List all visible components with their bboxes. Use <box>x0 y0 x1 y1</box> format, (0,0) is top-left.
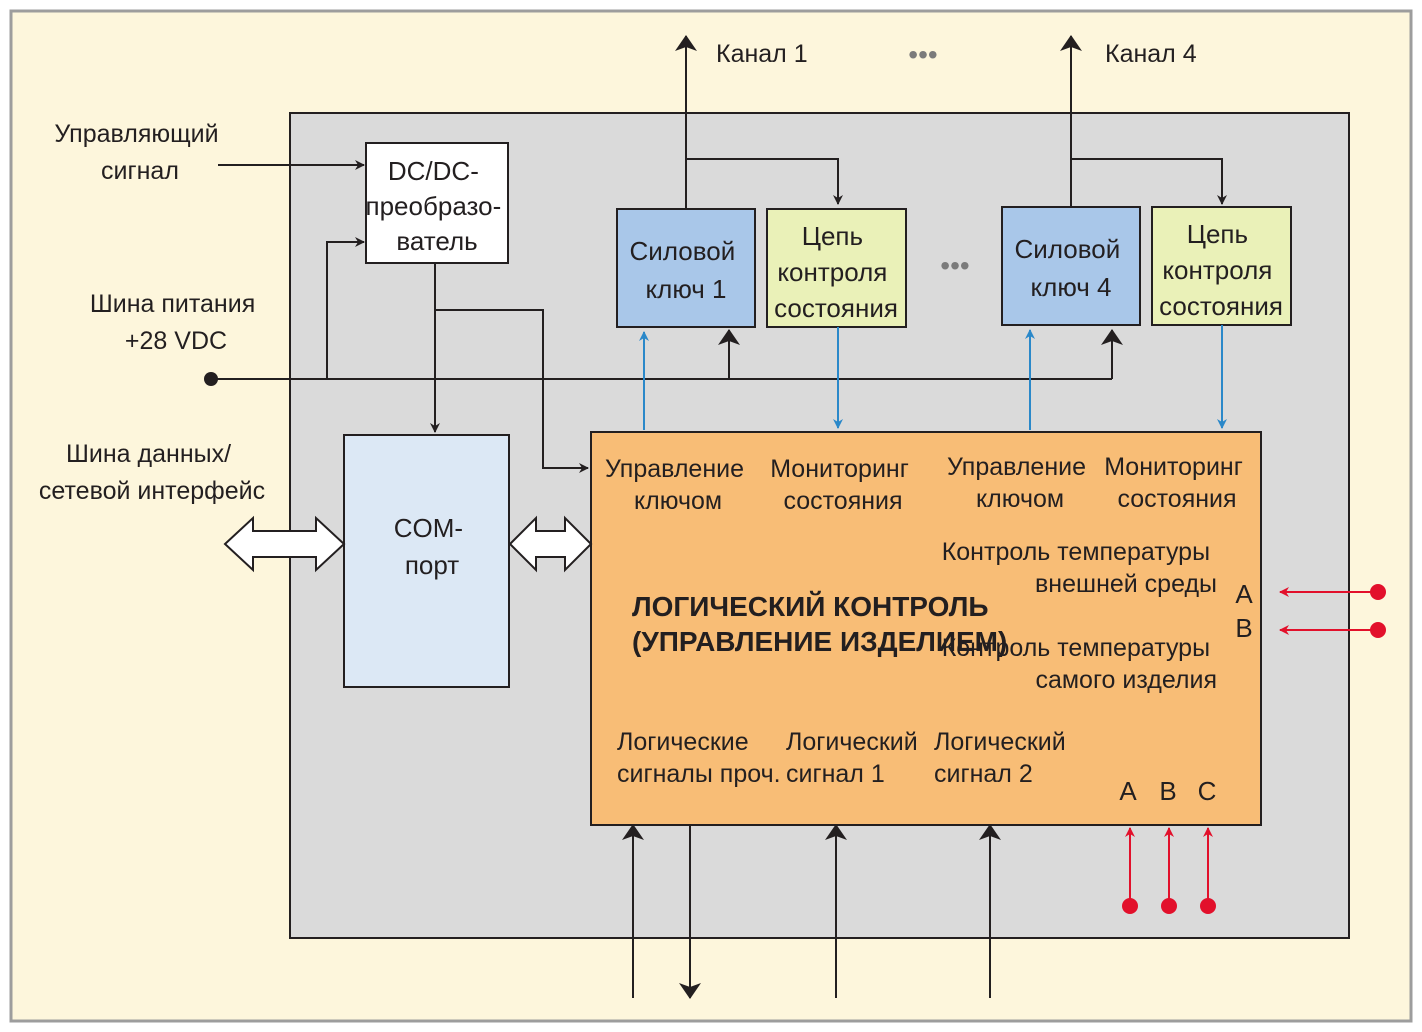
key-control-1-label: Управление ключом <box>605 455 751 515</box>
logic-other-label: Логические сигналы проч. <box>617 728 781 788</box>
channel1-to-monitor <box>686 158 843 205</box>
self-temp-label: Контроль температуры самого изделия <box>942 634 1217 694</box>
switch-4-block <box>1001 206 1141 326</box>
data-bus-double-arrow <box>223 515 346 573</box>
power-bus-terminal <box>204 372 218 386</box>
dcdc-power-feed <box>326 237 365 379</box>
sensor-input-b-label: B <box>1159 776 1176 806</box>
monitor-1-block <box>766 208 907 328</box>
logic-control-title: ЛОГИЧЕСКИЙ КОНТРОЛЬ (УПРАВЛЕНИЕ ИЗДЕЛИЕМ… <box>632 590 1007 657</box>
channels-top-ellipsis: ••• <box>908 39 937 70</box>
dcdc-block <box>365 142 509 264</box>
dcdc-label: DC/DC- преобразо- ватель <box>366 156 509 256</box>
data-bus-label: Шина данных/ сетевой интерфейс <box>39 440 265 505</box>
sensor-input-b-terminal <box>1161 898 1177 914</box>
dcdc-to-logic <box>435 309 589 473</box>
sensor-input-c-label: C <box>1198 776 1217 806</box>
logic-2-label: Логический сигнал 2 <box>934 728 1073 788</box>
key-control-4-label: Управление ключом <box>947 453 1093 513</box>
power-bus-label: Шина питания +28 VDC <box>90 290 262 355</box>
temp-input-b-label: B <box>1235 613 1252 643</box>
logic-1-label: Логический сигнал 1 <box>786 728 925 788</box>
com-port-label: COM- порт <box>394 513 471 580</box>
channel-1-label: Канал 1 <box>716 40 808 68</box>
sensor-input-a-label: A <box>1119 776 1137 806</box>
com-logic-double-arrow <box>508 515 593 573</box>
temp-input-a-label: A <box>1235 579 1253 609</box>
temp-input-b-terminal <box>1370 622 1386 638</box>
monitoring-4-label: Мониторинг состояния <box>1104 453 1250 513</box>
channels-mid-ellipsis: ••• <box>940 250 969 281</box>
channel4-to-monitor <box>1071 158 1227 205</box>
temp-input-a-terminal <box>1370 584 1386 600</box>
channel-4-label: Канал 4 <box>1105 40 1197 68</box>
monitor-1-label: Цепь контроля состояния <box>774 221 898 323</box>
com-port-block <box>343 434 510 688</box>
sensor-input-a-terminal <box>1122 898 1138 914</box>
switch-4-label: Силовой ключ 4 <box>1015 234 1128 302</box>
monitoring-1-label: Мониторинг состояния <box>770 455 916 515</box>
sensor-input-c-terminal <box>1200 898 1216 914</box>
switch-1-label: Силовой ключ 1 <box>630 236 743 304</box>
control-signal-label: Управляющий сигнал <box>54 120 225 185</box>
switch-1-block <box>616 208 756 328</box>
logic-control-block <box>590 431 1262 826</box>
monitor-4-label: Цепь контроля состояния <box>1159 219 1283 321</box>
ext-temp-label: Контроль температуры внешней среды <box>942 538 1217 598</box>
